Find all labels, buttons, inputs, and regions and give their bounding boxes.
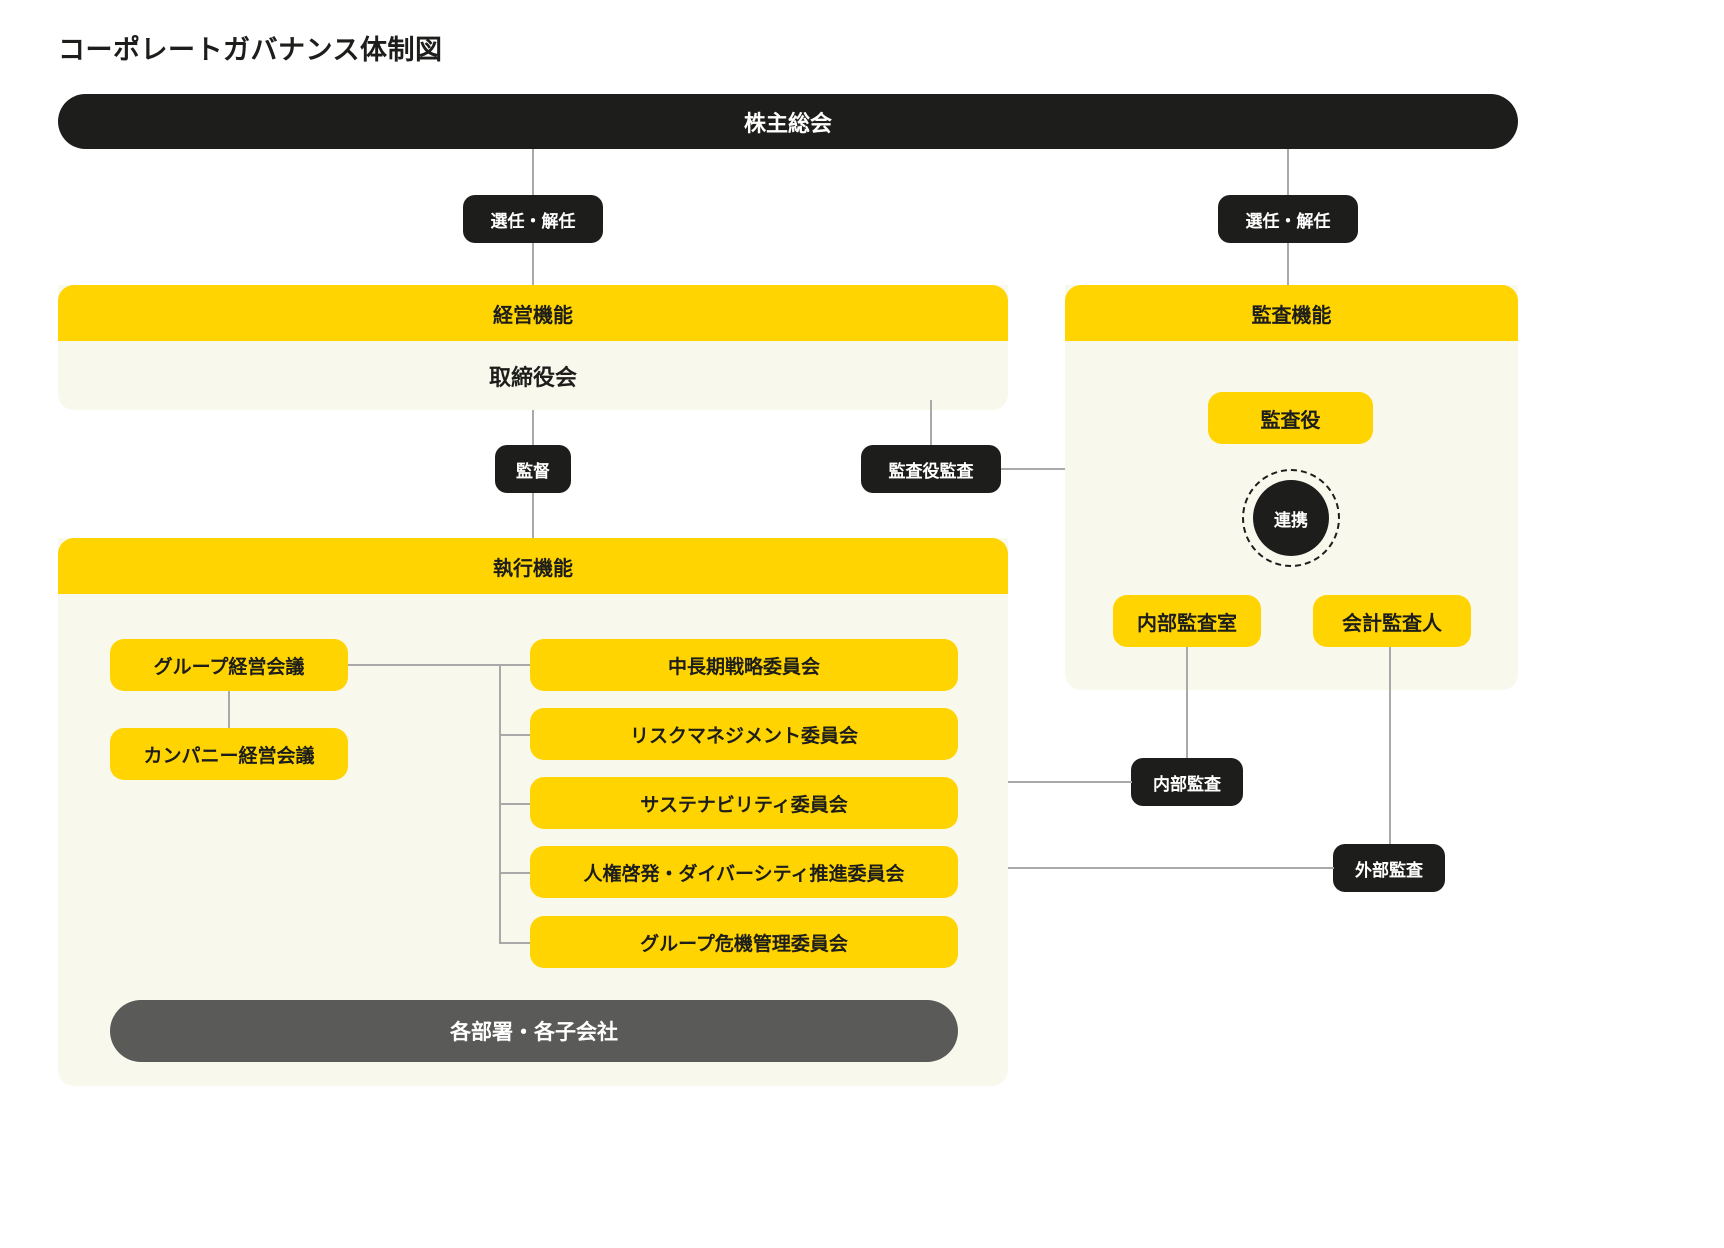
execution-function-header: 執行機能 [58, 538, 1008, 594]
internal-audit-office-box: 内部監査室 [1113, 595, 1261, 647]
external-audit-label: 外部監査 [1333, 844, 1445, 892]
connector-internal-audit-to-execution [1008, 781, 1132, 783]
committee-branch-4 [499, 942, 531, 944]
connector-shareholders-to-appoint-right [1287, 149, 1289, 197]
connector-appoint-left-to-management [532, 243, 534, 285]
committee-branch-2 [499, 803, 531, 805]
group-management-meeting-box: グループ経営会議 [110, 639, 348, 691]
connector-supervise-to-execution [532, 493, 534, 538]
board-of-directors-label: 取締役会 [488, 364, 577, 390]
connector-board-to-auditor-audit [930, 400, 932, 445]
internal-audit-label: 内部監査 [1131, 758, 1243, 806]
connector-between-meetings [228, 691, 230, 728]
connector-external-audit-to-execution [1008, 867, 1334, 869]
committee-box-4: グループ危機管理委員会 [530, 916, 958, 968]
connector-board-to-supervise [532, 410, 534, 445]
corporate-auditor-box: 監査役 [1208, 392, 1373, 444]
committee-box-0: 中長期戦略委員会 [530, 639, 958, 691]
accounting-auditor-box: 会計監査人 [1313, 595, 1471, 647]
appoint-dismiss-right-label: 選任・解任 [1218, 195, 1358, 243]
committee-box-2: サステナビリティ委員会 [530, 777, 958, 829]
management-function-header: 経営機能 [58, 285, 1008, 341]
connector-meeting-to-committee-trunk [348, 664, 530, 666]
cooperation-label: 連携 [1253, 480, 1329, 556]
audit-function-header: 監査機能 [1065, 285, 1518, 341]
appoint-dismiss-left-label: 選任・解任 [463, 195, 603, 243]
committee-box-1: リスクマネジメント委員会 [530, 708, 958, 760]
auditor-audit-label: 監査役監査 [861, 445, 1001, 493]
committee-branch-0 [499, 664, 531, 666]
committee-branch-1 [499, 734, 531, 736]
connector-internal-office-to-internal-audit [1186, 647, 1188, 758]
page-title: コーポレートガバナンス体制図 [58, 35, 443, 65]
shareholders-meeting-bar: 株主総会 [58, 94, 1518, 149]
connector-accounting-auditor-to-external-audit [1389, 647, 1391, 844]
connector-shareholders-to-appoint-left [532, 149, 534, 197]
supervise-label: 監督 [495, 445, 571, 493]
committee-branch-3 [499, 872, 531, 874]
connector-appoint-right-to-audit [1287, 243, 1289, 285]
departments-subsidiaries-bar: 各部署・各子会社 [110, 1000, 958, 1062]
company-management-meeting-box: カンパニー経営会議 [110, 728, 348, 780]
cooperation-circle: 連携 [1242, 469, 1340, 567]
committee-box-3: 人権啓発・ダイバーシティ推進委員会 [530, 846, 958, 898]
